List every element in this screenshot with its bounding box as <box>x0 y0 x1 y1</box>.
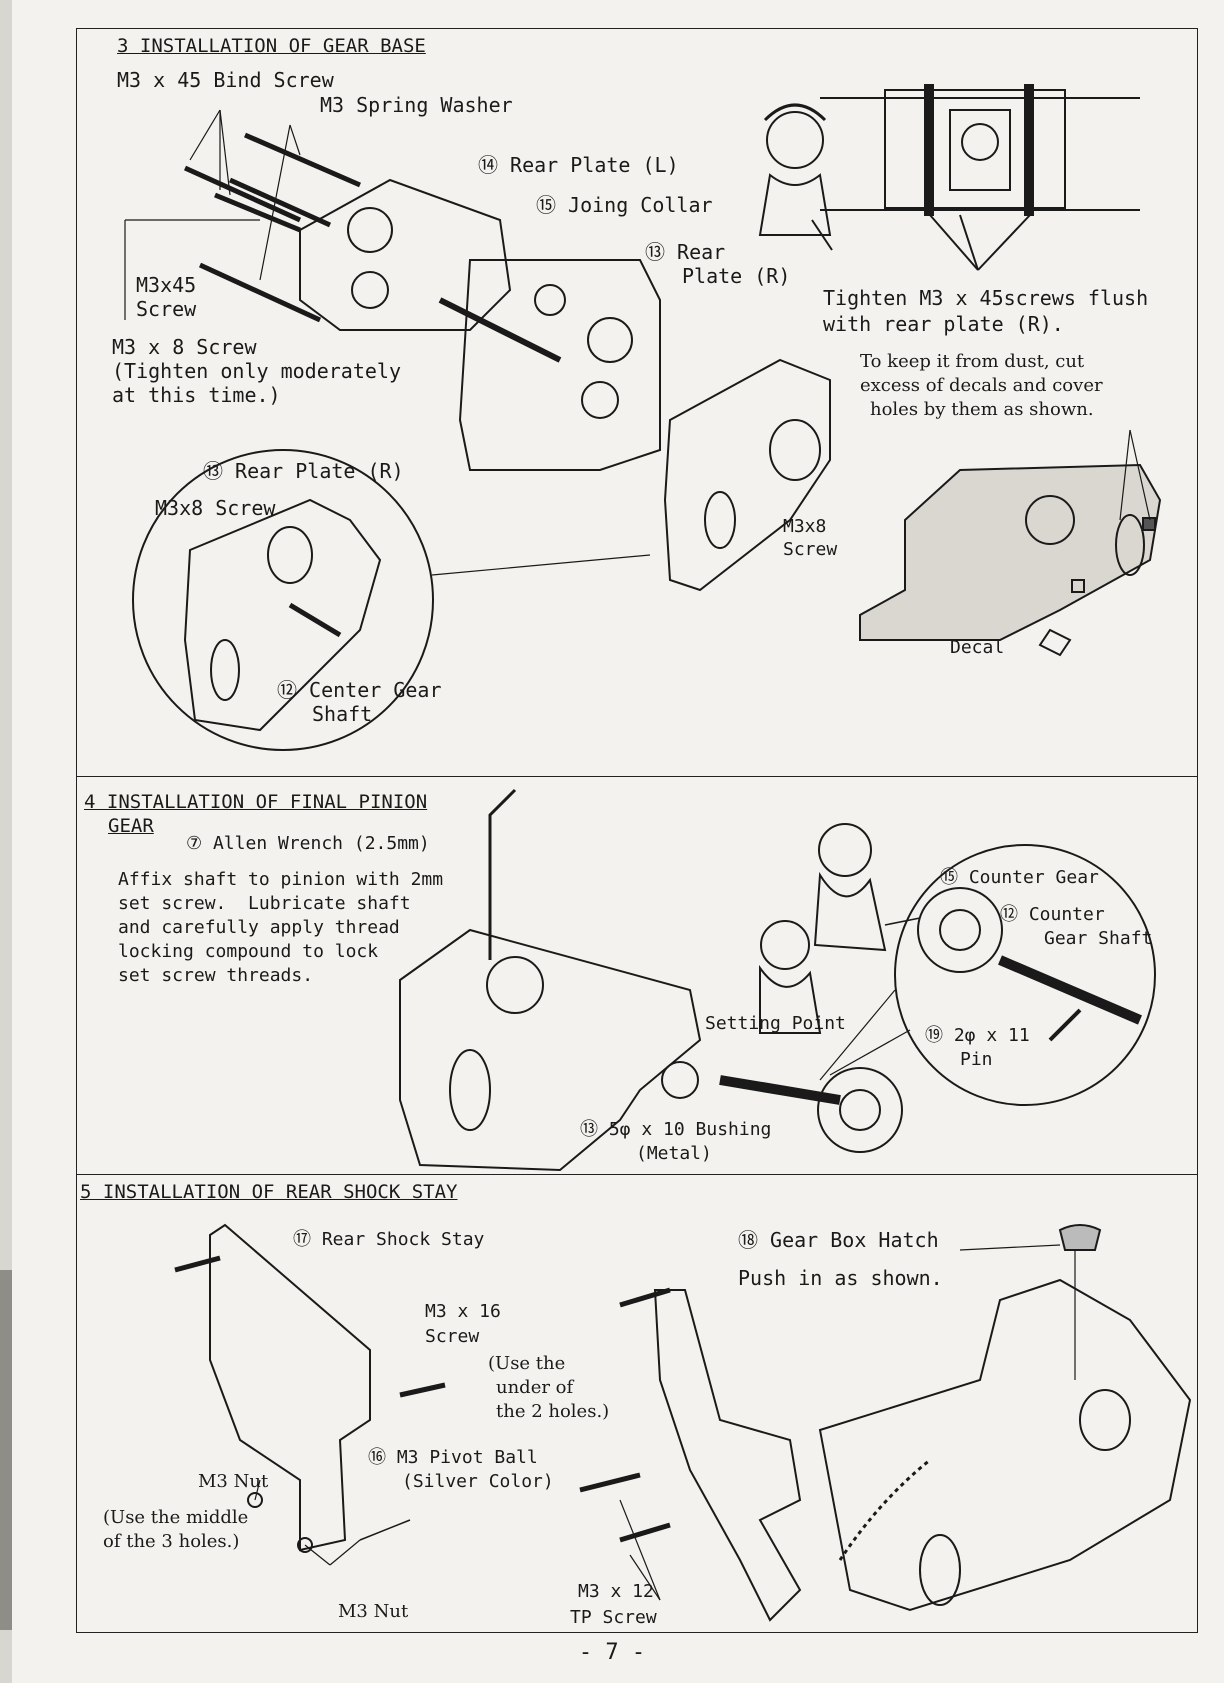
label-pin-2: Pin <box>960 1049 993 1070</box>
scan-edge <box>0 0 12 1683</box>
divider-3-4 <box>76 776 1198 777</box>
gear-box-chassis-5 <box>818 1224 1192 1612</box>
shock-stay-right <box>579 1287 802 1622</box>
label-affix-5: set screw threads. <box>118 965 314 986</box>
label-m3x45-2: Screw <box>136 297 197 321</box>
inset-circle-4 <box>819 844 1156 1106</box>
label-setting-point: Setting Point <box>705 1013 846 1034</box>
shock-stay-left <box>174 1223 446 1553</box>
label-rear-plate-r-1: ⑬ Rear <box>645 240 726 264</box>
label-m3nut-a: M3 Nut <box>198 1471 269 1492</box>
label-m3x45-1: M3x45 <box>136 273 197 297</box>
label-joing-collar: ⑮ Joing Collar <box>536 193 713 217</box>
allen-wrench <box>488 788 517 960</box>
label-inset-rear-plate: ⑬ Rear Plate (R) <box>203 459 404 483</box>
label-affix-3: and carefully apply thread <box>118 917 400 938</box>
mascot-2 <box>759 823 887 1034</box>
gear-box <box>458 259 661 471</box>
label-tighten-1: Tighten M3 x 45screws flush <box>823 286 1149 310</box>
inset-circle <box>132 449 651 751</box>
label-use-under-1: (Use the <box>488 1353 566 1374</box>
label-rear-plate-r-2: Plate (R) <box>682 264 791 288</box>
section-5-title: 5 INSTALLATION OF REAR SHOCK STAY <box>80 1181 458 1203</box>
label-m3x16-1: M3 x 16 <box>425 1301 501 1322</box>
label-counter-shaft-1: ⑫ Counter <box>1000 904 1105 925</box>
label-pivot-2: (Silver Color) <box>402 1471 554 1492</box>
gear-assembly-4 <box>399 928 903 1172</box>
label-gear-box-hatch: ⑱ Gear Box Hatch <box>738 1228 939 1252</box>
label-affix-1: Affix shaft to pinion with 2mm <box>118 869 444 890</box>
label-decal: Decal <box>950 637 1005 658</box>
label-bushing-1: ⑬ 5φ x 10 Bushing <box>580 1119 772 1140</box>
label-m3x8-note-2: (Tighten only moderately <box>112 359 401 383</box>
page-frame <box>76 28 1198 1633</box>
label-dust-1: To keep it from dust, cut <box>860 351 1085 372</box>
label-rear-plate-l: ⑭ Rear Plate (L) <box>478 153 679 177</box>
label-counter-gear: ⑮ Counter Gear <box>940 867 1099 888</box>
label-push-in: Push in as shown. <box>738 1266 943 1290</box>
label-pivot-1: ⑯ M3 Pivot Ball <box>368 1447 538 1468</box>
rear-plate-l <box>299 178 512 331</box>
label-use-middle-2: of the 3 holes.) <box>103 1531 240 1552</box>
pointer-lines-s5 <box>254 1479 661 1601</box>
label-shock-stay: ⑰ Rear Shock Stay <box>293 1229 485 1250</box>
decal-plate <box>859 429 1162 657</box>
label-counter-shaft-2: Gear Shaft <box>1044 928 1153 949</box>
label-bind-screw: M3 x 45 Bind Screw <box>117 68 334 92</box>
label-pin-1: ⑲ 2φ x 11 <box>925 1025 1030 1046</box>
label-allen-wrench: ⑦ Allen Wrench (2.5mm) <box>186 833 430 854</box>
label-affix-4: locking compound to lock <box>118 941 379 962</box>
label-m3x16-2: Screw <box>425 1326 480 1347</box>
section-4-title-2: GEAR <box>108 815 154 837</box>
label-m3nut-b: M3 Nut <box>338 1601 409 1622</box>
label-m3x8-note-3: at this time.) <box>112 383 281 407</box>
label-center-gear-1: ⑫ Center Gear <box>277 678 442 702</box>
label-use-under-2: under of <box>496 1377 574 1398</box>
divider-4-5 <box>76 1174 1198 1175</box>
section-3-title: 3 INSTALLATION OF GEAR BASE <box>117 35 426 57</box>
pointer-lines-s3 <box>124 109 301 320</box>
label-m3x12-1: M3 x 12 <box>578 1581 654 1602</box>
label-affix-2: set screw. Lubricate shaft <box>118 893 411 914</box>
label-m3x8b-1: M3x8 <box>783 516 827 537</box>
label-tighten-2: with rear plate (R). <box>823 312 1064 336</box>
rear-plate-r <box>663 358 831 592</box>
label-spring-washer: M3 Spring Washer <box>320 93 513 117</box>
label-m3x8-note-1: M3 x 8 Screw <box>112 335 257 359</box>
page-number: - 7 - <box>578 1640 646 1665</box>
screws-m3x45 <box>183 132 361 323</box>
chassis-top-view <box>820 84 1140 271</box>
mascot-1 <box>758 103 833 251</box>
label-dust-3: holes by them as shown. <box>870 399 1094 420</box>
scan-edge-shadow <box>0 1270 12 1630</box>
section-4-title-1: 4 INSTALLATION OF FINAL PINION <box>84 791 428 813</box>
label-dust-2: excess of decals and cover <box>860 375 1103 396</box>
label-center-gear-2: Shaft <box>312 702 373 726</box>
label-inset-m3x8: M3x8 Screw <box>155 496 276 520</box>
label-use-middle-1: (Use the middle <box>103 1507 249 1528</box>
label-m3x12-2: TP Screw <box>570 1607 657 1628</box>
label-bushing-2: (Metal) <box>636 1143 712 1164</box>
label-use-under-3: the 2 holes.) <box>496 1401 610 1422</box>
label-m3x8b-2: Screw <box>783 539 838 560</box>
